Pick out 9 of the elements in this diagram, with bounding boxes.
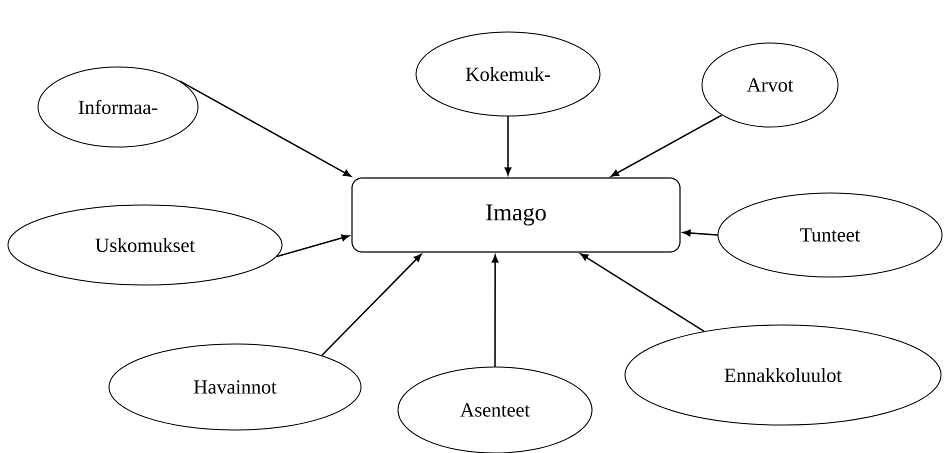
arrow [179, 80, 352, 177]
arrow [504, 116, 512, 176]
arrow [580, 253, 704, 332]
arrow [492, 254, 499, 366]
arrow [276, 234, 350, 258]
arrow [610, 114, 722, 177]
rounded-box: Imago [351, 177, 681, 253]
arrow [321, 254, 422, 356]
arrow [682, 230, 718, 236]
